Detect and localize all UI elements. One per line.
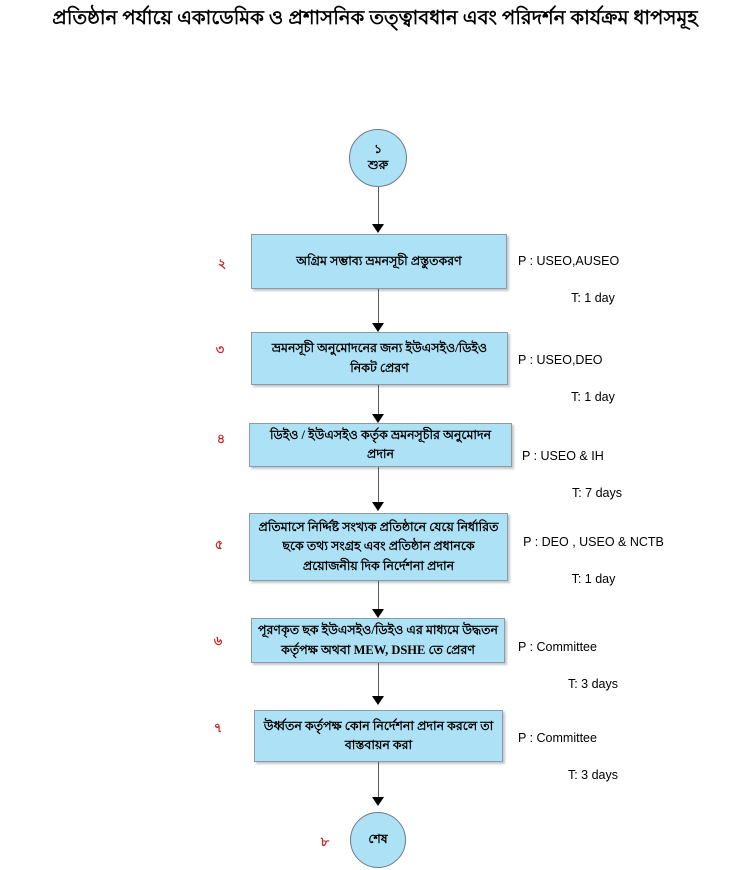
start-label: শুরু [367, 158, 389, 172]
arrow-head-step6 [372, 609, 384, 618]
annotation-step7-time: T: 3 days [567, 768, 619, 783]
annotation-step5-person: P : DEO , USEO & NCTB [523, 534, 664, 549]
page-title: প্রতিষ্ঠান পর্যায়ে একাডেমিক ও প্রশাসনিক… [52, 8, 698, 29]
end-terminator[interactable]: শেষ [350, 812, 406, 868]
step-number-5: ৫ [214, 537, 224, 552]
connector-step7-to-end [378, 762, 379, 800]
step-number-7: ৭ [213, 720, 223, 735]
step-number-2: ২ [217, 256, 227, 271]
start-number: ১ [373, 142, 383, 157]
step-number-6: ৬ [213, 633, 223, 648]
connector-step2-to-step3 [378, 289, 379, 327]
process-box-step7[interactable]: উর্ধ্বতন কর্তৃপক্ষ কোন নির্দেশনা প্রদান … [254, 710, 503, 762]
step-number-8: ৮ [320, 834, 330, 849]
annotation-step5: P : DEO , USEO & NCTB T: 1 day [516, 514, 671, 608]
annotation-step2: P : USEO,AUSEO T: 1 day [518, 233, 668, 327]
end-label: শেষ [368, 832, 388, 847]
step-number-4: ৪ [216, 431, 226, 446]
connector-step4-to-step5 [378, 467, 379, 505]
process-box-step5[interactable]: প্রতিমাসে নির্দ্দিষ্ট সংখ্যক প্রতিষ্ঠানে… [249, 513, 508, 581]
annotation-step7-person: P : Committee [518, 730, 597, 745]
process-box-step5-text: প্রতিমাসে নির্দ্দিষ্ট সংখ্যক প্রতিষ্ঠানে… [258, 519, 499, 573]
connector-step6-to-step7 [378, 663, 379, 699]
annotation-step4-person: P : USEO & IH [522, 448, 604, 463]
annotation-step6: P : Committee T: 3 days [518, 619, 668, 713]
process-box-step4[interactable]: ডিইও / ইউএসইও কর্তৃক ভ্রমনসূচীর অনুমোদন … [249, 423, 512, 467]
annotation-step2-time: T: 1 day [571, 291, 615, 306]
annotation-step7: P : Committee T: 3 days [518, 710, 668, 804]
annotation-step5-time: T: 1 day [571, 572, 616, 587]
connector-step3-to-step4 [378, 385, 379, 421]
annotation-step2-person: P : USEO,AUSEO [518, 253, 620, 268]
start-terminator[interactable]: ১ শুরু [349, 129, 407, 187]
process-box-step3-text: ভ্রমনসূচী অনুমোদনের জন্য ইউএসইও/ডিইও নিক… [271, 341, 488, 375]
connector-step5-to-step6 [378, 581, 379, 613]
process-box-step3[interactable]: ভ্রমনসূচী অনুমোদনের জন্য ইউএসইও/ডিইও নিক… [251, 332, 508, 385]
process-box-step6[interactable]: পূরণকৃত ছক ইউএসইও/ডিইও এর মাধ্যমে উদ্ধতন… [251, 618, 505, 663]
arrow-head-end [372, 797, 384, 806]
arrow-head-step2 [372, 224, 384, 233]
arrow-head-step3 [372, 323, 384, 332]
process-box-step4-text: ডিইও / ইউএসইও কর্তৃক ভ্রমনসূচীর অনুমোদন … [269, 427, 492, 461]
arrow-head-step4 [372, 414, 384, 423]
step-number-3: ৩ [215, 342, 225, 357]
process-box-step7-text: উর্ধ্বতন কর্তৃপক্ষ কোন নির্দেশনা প্রদান … [263, 718, 494, 752]
annotation-step3-person: P : USEO,DEO [518, 352, 603, 367]
process-box-step2[interactable]: অগ্রিম সম্ভাব্য ভ্রমনসূচী প্রস্তুতকরণ [251, 234, 507, 289]
annotation-step3-time: T: 1 day [571, 390, 615, 405]
annotation-step6-time: T: 3 days [567, 677, 619, 692]
annotation-step4-time: T: 7 days [571, 486, 623, 501]
connector-start-to-step2 [378, 187, 379, 227]
annotation-step3: P : USEO,DEO T: 1 day [518, 332, 668, 426]
arrow-head-step7 [372, 696, 384, 705]
process-box-step2-text: অগ্রিম সম্ভাব্য ভ্রমনসূচী প্রস্তুতকরণ [296, 253, 462, 268]
annotation-step6-person: P : Committee [518, 639, 597, 654]
annotation-step4: P : USEO & IH T: 7 days [522, 428, 672, 522]
arrow-head-step5 [372, 502, 384, 511]
process-box-step6-text: পূরণকৃত ছক ইউএসইও/ডিইও এর মাধ্যমে উদ্ধতন… [258, 623, 498, 657]
